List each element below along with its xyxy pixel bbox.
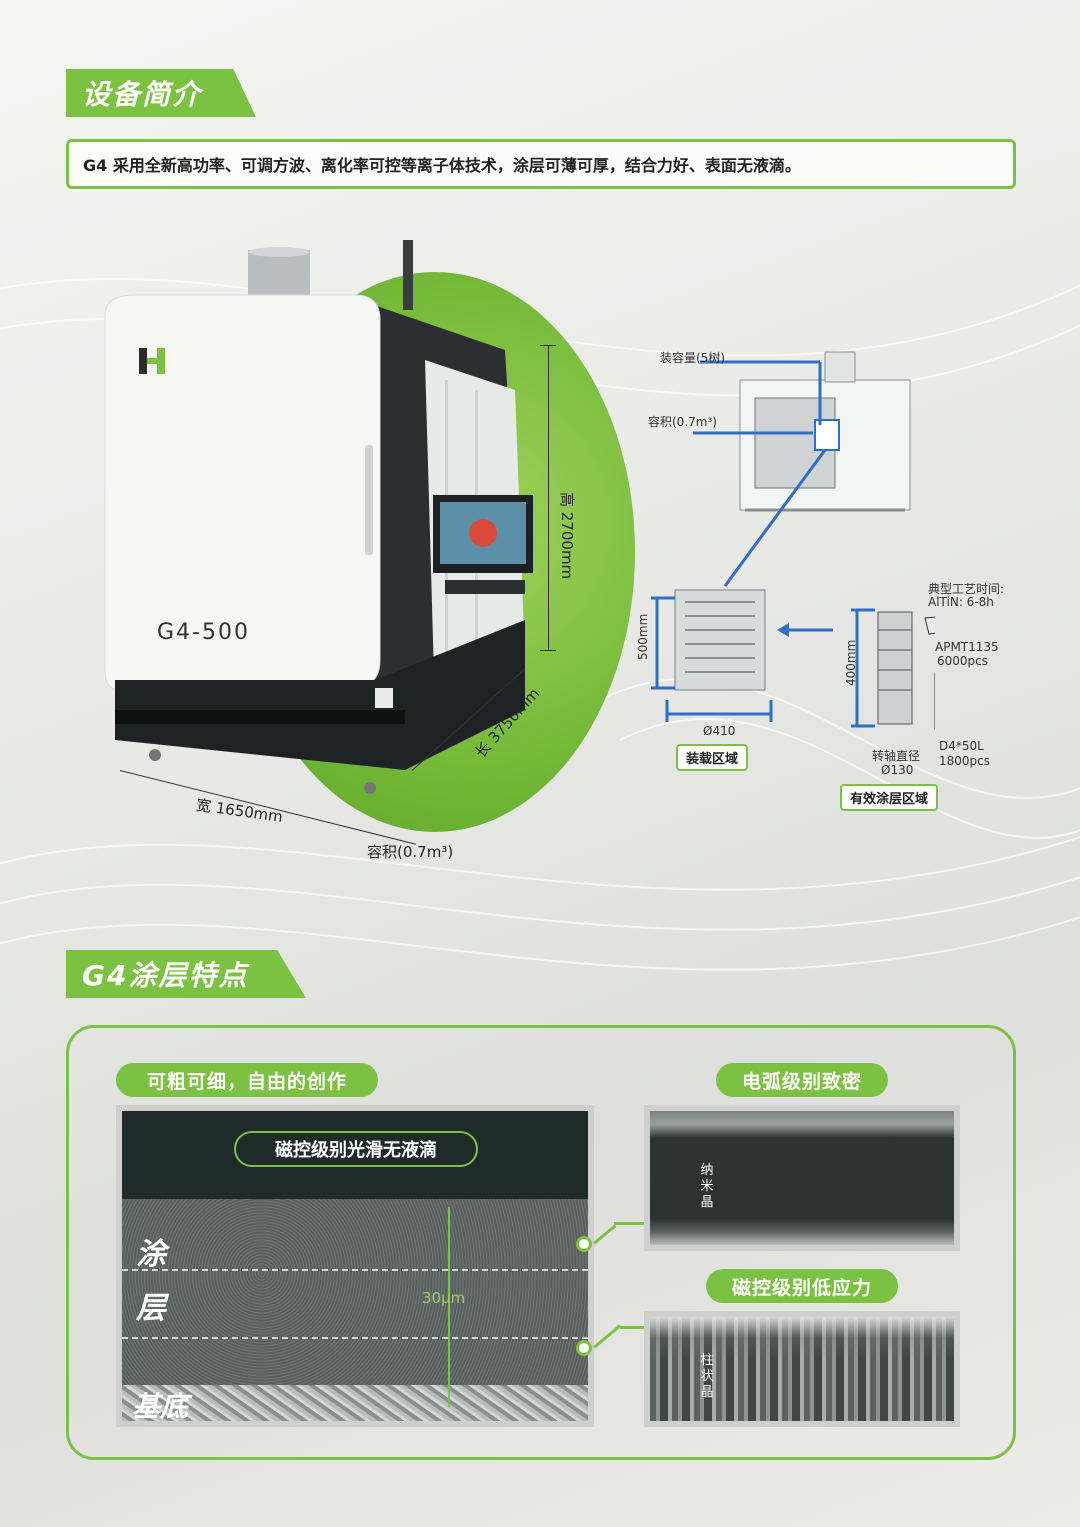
height-dimension-cap-bottom: [540, 650, 556, 651]
insert-qty-label: 6000pcs: [937, 654, 989, 668]
capacity-label: 装容量(5树): [660, 351, 725, 365]
spindle-diameter-label: Ø130: [881, 763, 914, 777]
coat-height-label: 400mm: [844, 639, 858, 686]
intro-box: G4 采用全新高功率、可调方波、离化率可控等离子体技术，涂层可薄可厚，结合力好、…: [66, 139, 1016, 189]
main-sem-image: 磁控级别光滑无液滴 30μm 涂 层 基底: [116, 1105, 594, 1427]
load-diameter-label: Ø410: [703, 724, 736, 738]
machine-volume-label: 容积(0.7m³): [367, 843, 454, 861]
machine-illustration: [104, 240, 533, 794]
inner-label-pill: 磁控级别光滑无液滴: [234, 1131, 478, 1167]
insert-name-label: APMT1135: [935, 640, 999, 654]
dashed-line-2: [122, 1337, 588, 1339]
process-title-label: 典型工艺时间:: [928, 582, 1005, 596]
intro-text: G4 采用全新高功率、可调方波、离化率可控等离子体技术，涂层可薄可厚，结合力好、…: [83, 156, 801, 175]
height-dimension-line: [548, 345, 549, 650]
machine-model: G4-500: [157, 620, 250, 645]
load-height-label: 500mm: [636, 613, 650, 660]
sem-top-dark: [122, 1111, 588, 1199]
rod-qty-label: 1800pcs: [939, 754, 991, 768]
layer-label-coat-2: 层: [136, 1291, 166, 1326]
pill-left-title-text: 可粗可细，自由的创作: [146, 1070, 347, 1093]
sem-image-columnar: 柱状晶: [644, 1311, 960, 1427]
features-box: [66, 1025, 1016, 1460]
connector-bottom-h2: [620, 1326, 646, 1329]
height-label: 高 2700mm: [558, 492, 576, 580]
pill-right-top-title: 电弧级别致密: [716, 1063, 888, 1097]
pill-right-bottom-title: 磁控级别低应力: [706, 1269, 898, 1303]
connector-bottom-dot: [576, 1340, 592, 1356]
section-title-intro-text: 设备简介: [82, 78, 203, 111]
inner-label-text: 磁控级别光滑无液滴: [275, 1140, 437, 1161]
thickness-marker: [448, 1207, 450, 1407]
sem-coating-layer: [122, 1199, 588, 1385]
pill-right-top-title-text: 电弧级别致密: [741, 1070, 862, 1093]
section-title-intro: 设备简介: [66, 69, 256, 117]
pill-left-title: 可粗可细，自由的创作: [116, 1063, 378, 1097]
rod-name-label: D4*50L: [939, 739, 984, 753]
connector-top-dot: [576, 1236, 592, 1252]
load-zone-badge: 装载区域: [676, 744, 749, 771]
sem-image-nanocrystal: 纳米晶: [644, 1105, 960, 1251]
coat-zone-badge: 有效涂层区域: [840, 784, 939, 811]
pill-right-bottom-title-text: 磁控级别低应力: [731, 1276, 872, 1299]
volume-diagram-label: 容积(0.7m³): [648, 415, 717, 429]
section-title-features-text: G4涂层特点: [82, 959, 249, 992]
layer-label-base: 基底: [132, 1390, 189, 1423]
sem-nanocrystal-texture: [650, 1111, 954, 1245]
layer-label-coat-1: 涂: [136, 1237, 166, 1272]
chamber-diagram: [651, 351, 935, 731]
sem-columnar-texture: [650, 1317, 954, 1421]
sem-substrate-layer: [122, 1385, 588, 1421]
dashed-line-1: [122, 1269, 588, 1271]
section-title-features: G4涂层特点: [66, 950, 306, 998]
connector-top-h2: [614, 1222, 646, 1225]
sem-columnar-label: 柱状晶: [700, 1353, 714, 1400]
thickness-label: 30μm: [422, 1289, 466, 1307]
process-value-label: AlTiN: 6-8h: [928, 595, 994, 609]
sem-nanocrystal-label: 纳米晶: [700, 1163, 714, 1210]
height-dimension-cap-top: [540, 345, 556, 346]
spindle-label: 转轴直径: [872, 749, 921, 763]
